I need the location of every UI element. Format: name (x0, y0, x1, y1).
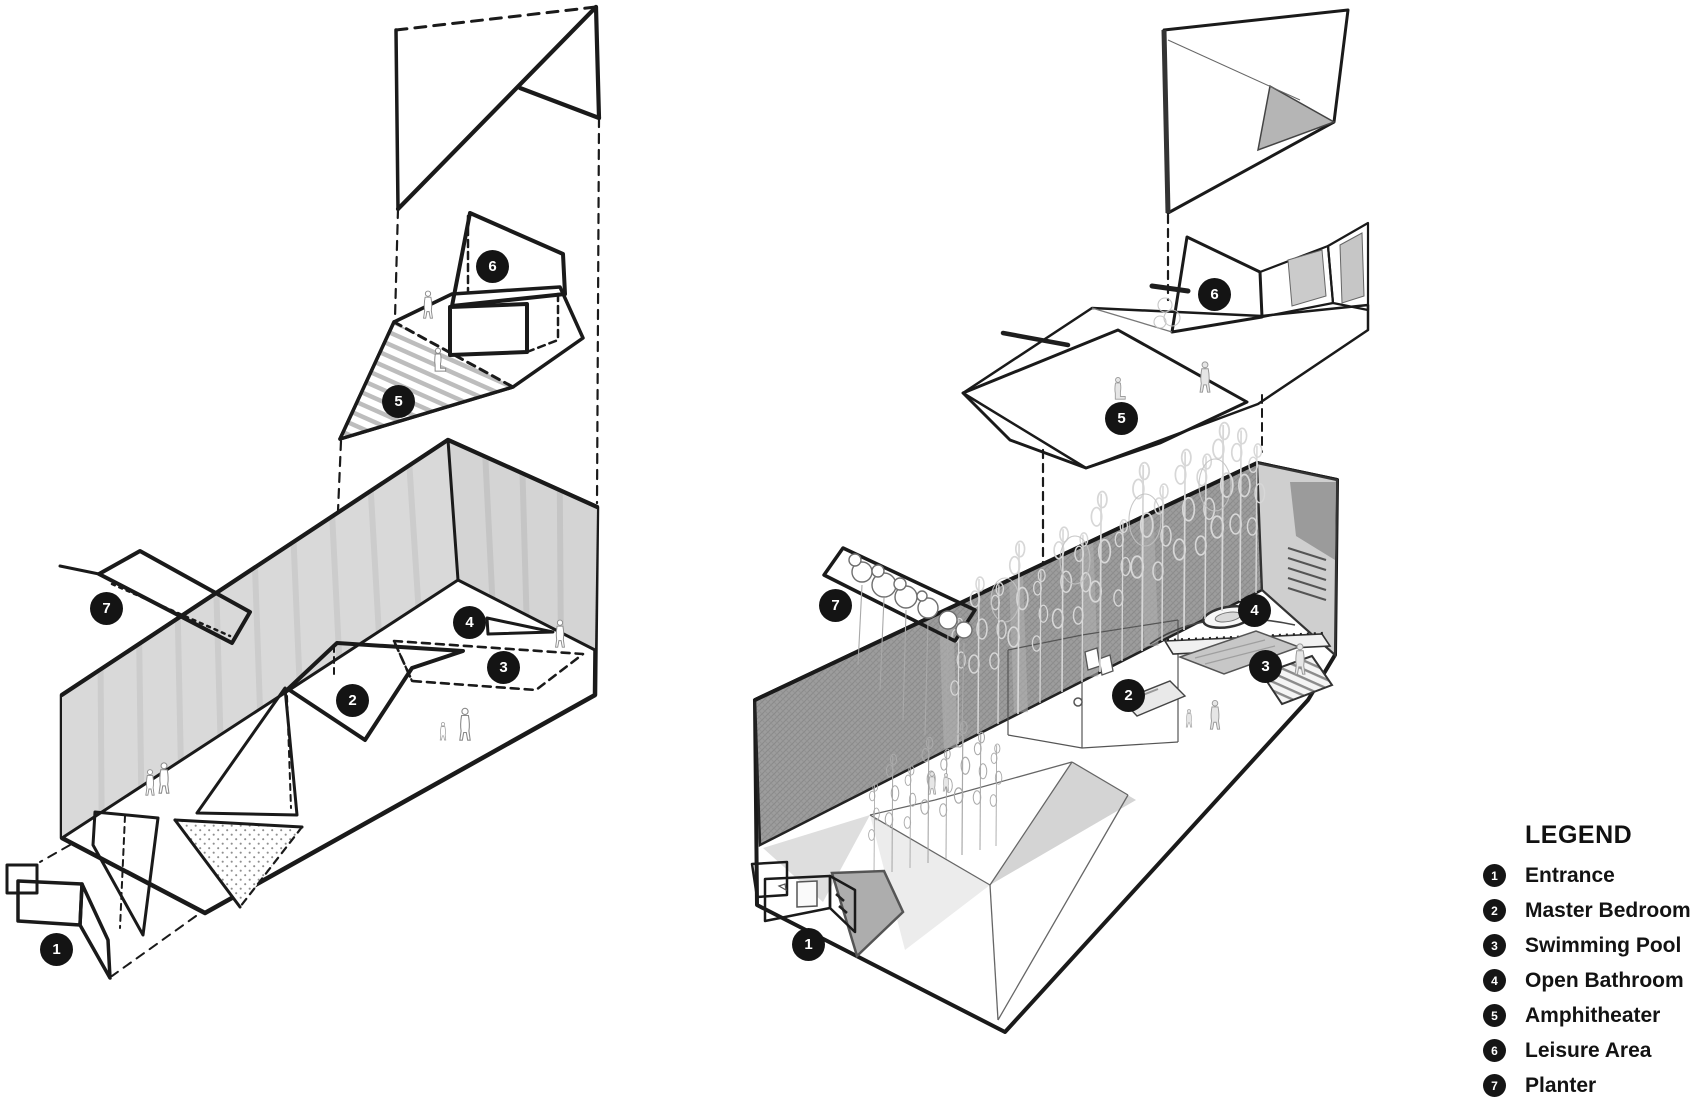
legend-item-planter: 7 Planter (1483, 1074, 1700, 1097)
legend-item-label: Master Bedroom (1525, 898, 1691, 922)
legend-item-swimming-pool: 3 Swimming Pool (1483, 934, 1700, 957)
planter-foliage (848, 553, 973, 639)
right-amphitheater-steps (961, 328, 1249, 470)
right-roof-plane (1161, 8, 1350, 215)
left-main-volume (59, 437, 600, 937)
left-exploded-axonometric-diagram (5, 4, 602, 980)
bamboo-trees (868, 421, 1266, 878)
person-silhouette (439, 722, 447, 741)
left-bedroom-platform (286, 641, 465, 742)
legend-item-open-bathroom: 4 Open Bathroom (1483, 969, 1700, 992)
marker-right-1: 1 (792, 928, 825, 961)
planting-scribble (1153, 297, 1181, 329)
left-connector-lines (39, 116, 601, 977)
right-upper-floor (961, 221, 1370, 470)
legend-item-label: Entrance (1525, 863, 1615, 887)
legend-item-master-bedroom: 2 Master Bedroom (1483, 899, 1700, 922)
marker-left-2: 2 (336, 684, 369, 717)
legend-number-badge: 7 (1483, 1074, 1506, 1097)
marker-left-7: 7 (90, 592, 123, 625)
legend-number-badge: 6 (1483, 1039, 1506, 1062)
left-amphitheater-leisure-plate (338, 211, 585, 441)
person-silhouette (1185, 709, 1193, 728)
marker-right-2: 2 (1112, 679, 1145, 712)
left-dotted-floor-shapes (91, 616, 555, 937)
marker-left-6: 6 (476, 250, 509, 283)
legend-item-label: Amphitheater (1525, 1003, 1661, 1027)
right-planter-plank (822, 546, 977, 741)
marker-left-5: 5 (382, 385, 415, 418)
legend-number-badge: 5 (1483, 1004, 1506, 1027)
marker-left-4: 4 (453, 606, 486, 639)
marker-left-3: 3 (487, 651, 520, 684)
person-silhouette (1114, 377, 1126, 400)
legend: LEGEND 1 Entrance 2 Master Bedroom 3 Swi… (1483, 820, 1700, 1104)
right-entrance-structure (750, 860, 905, 959)
right-exploded-axonometric-diagram (750, 8, 1370, 1034)
legend-item-label: Swimming Pool (1525, 933, 1682, 957)
right-faceted-floor (763, 761, 1136, 1021)
marker-left-1: 1 (40, 933, 73, 966)
left-planter-plank (58, 549, 252, 645)
marker-right-7: 7 (819, 589, 852, 622)
person-silhouette (423, 290, 433, 319)
left-pool-dashed-outline (392, 639, 585, 692)
legend-item-amphitheater: 5 Amphitheater (1483, 1004, 1700, 1027)
left-roof-plane (394, 4, 602, 212)
legend-item-entrance: 1 Entrance (1483, 864, 1700, 887)
person-silhouette (459, 707, 471, 741)
person-silhouette (1199, 361, 1211, 393)
legend-item-label: Leisure Area (1525, 1038, 1652, 1062)
left-entrance-fold (5, 863, 112, 980)
legend-number-badge: 4 (1483, 969, 1506, 992)
right-main-volume (753, 421, 1339, 1034)
legend-item-label: Open Bathroom (1525, 968, 1684, 992)
legend-number-badge: 1 (1483, 864, 1506, 887)
legend-number-badge: 3 (1483, 934, 1506, 957)
marker-right-4: 4 (1238, 594, 1271, 627)
legend-title: LEGEND (1525, 821, 1633, 849)
legend-number-badge: 2 (1483, 899, 1506, 922)
person-silhouette (1209, 700, 1221, 730)
marker-right-3: 3 (1249, 650, 1282, 683)
left-wall-mullions (97, 465, 422, 813)
legend-item-label: Planter (1525, 1073, 1597, 1097)
marker-right-6: 6 (1198, 278, 1231, 311)
entrance-door (796, 880, 818, 908)
left-leisure-box (448, 211, 567, 357)
marker-right-5: 5 (1105, 402, 1138, 435)
legend-item-leisure-area: 6 Leisure Area (1483, 1039, 1700, 1062)
